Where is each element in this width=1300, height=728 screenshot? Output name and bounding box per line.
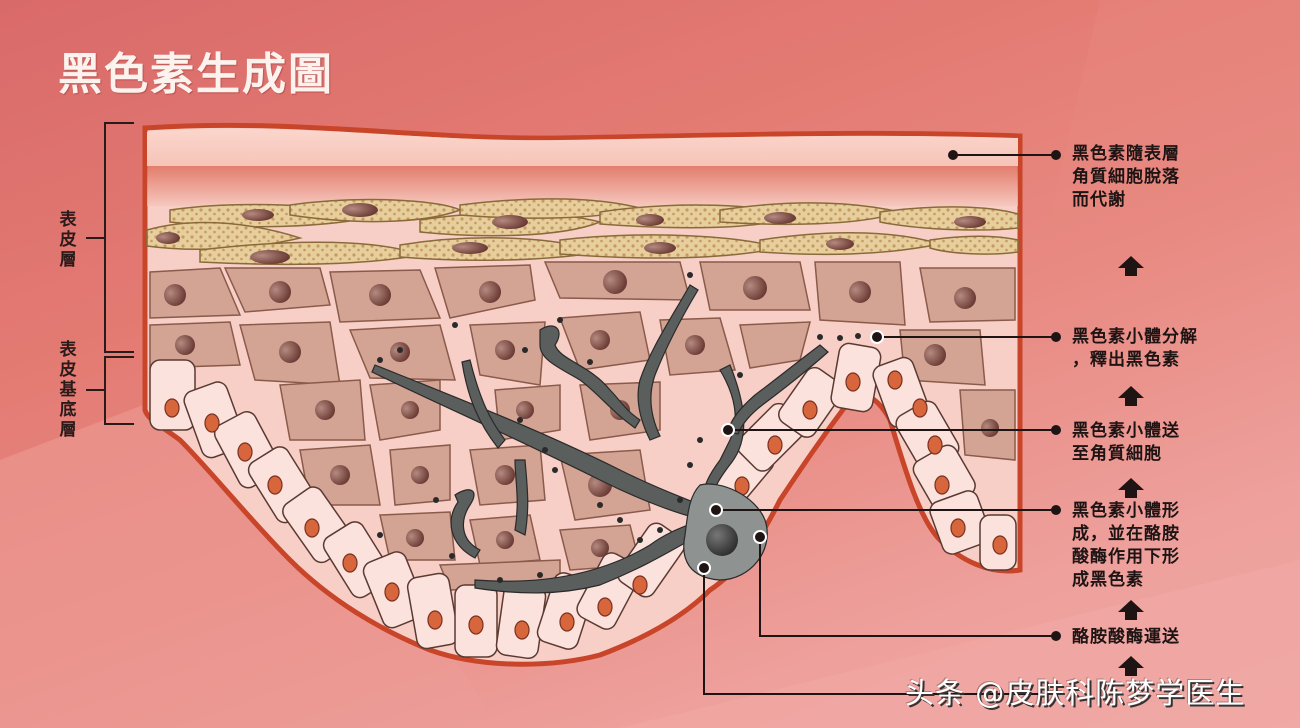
watermark: 头条 @皮肤科陈梦学医生	[905, 676, 1246, 710]
step-transport: 酪胺酸酶運送	[1072, 627, 1180, 647]
step-transfer: 黑色素小體送 至角質細胞	[1072, 421, 1180, 464]
label-epidermis: 表皮層	[59, 210, 77, 270]
leader-dots	[948, 150, 1061, 641]
melanocyte	[371, 284, 829, 594]
melanocyte-nucleus	[706, 524, 738, 556]
up-arrow-icon	[1118, 656, 1144, 676]
up-arrow-icon	[1118, 256, 1144, 276]
page-title: 黑色素生成圖	[58, 49, 334, 100]
leader-lines	[703, 154, 1056, 695]
step-formation: 黑色素小體形 成，並在酪胺 酸酶作用下形 成黑色素	[1072, 501, 1180, 590]
granular-cells	[146, 198, 1019, 266]
up-arrow-icon	[1118, 478, 1144, 498]
label-basal-layer: 表皮基底層	[59, 340, 77, 440]
up-arrow-icon	[1118, 600, 1144, 620]
up-arrow-icon	[1118, 386, 1144, 406]
step-shed: 黑色素隨表層 角質細胞脫落 而代謝	[1072, 144, 1180, 210]
step-degrade: 黑色素小體分解 ，釋出黑色素	[1072, 327, 1198, 370]
